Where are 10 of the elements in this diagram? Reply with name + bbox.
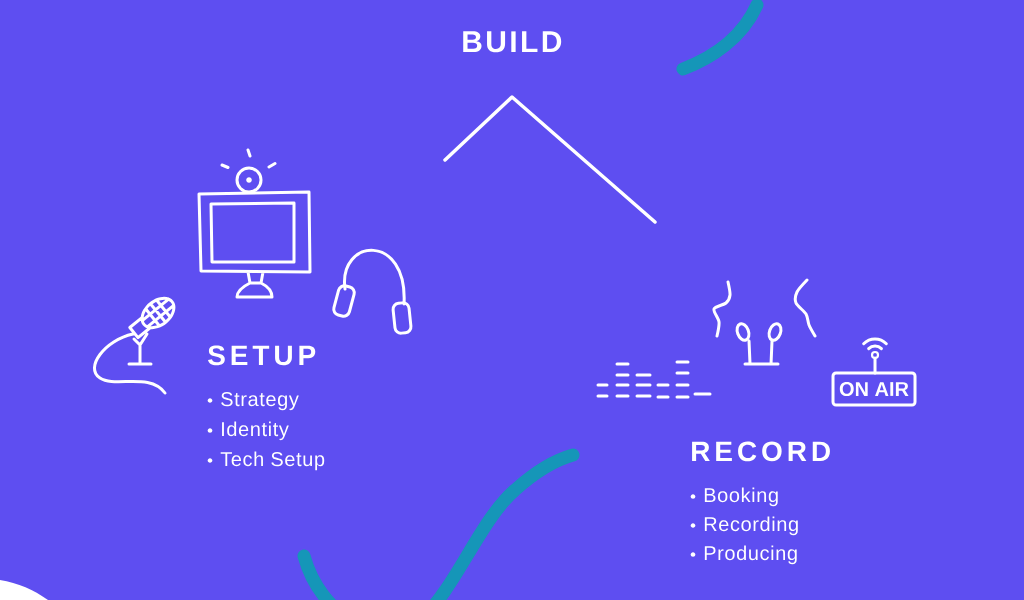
list-item: Producing xyxy=(704,545,797,565)
list-item: Recording xyxy=(704,516,798,536)
list-item: Strategy xyxy=(221,392,299,411)
list-item: Tech Setup xyxy=(220,451,325,471)
list-item: Booking xyxy=(704,487,778,507)
on-air-sign: ON AIR xyxy=(831,337,917,407)
stage-heading: RECORD xyxy=(692,441,830,462)
stage-heading: BUILD xyxy=(463,31,562,53)
list-item: Identity xyxy=(222,421,289,441)
stage-heading: SETUP xyxy=(208,345,316,366)
